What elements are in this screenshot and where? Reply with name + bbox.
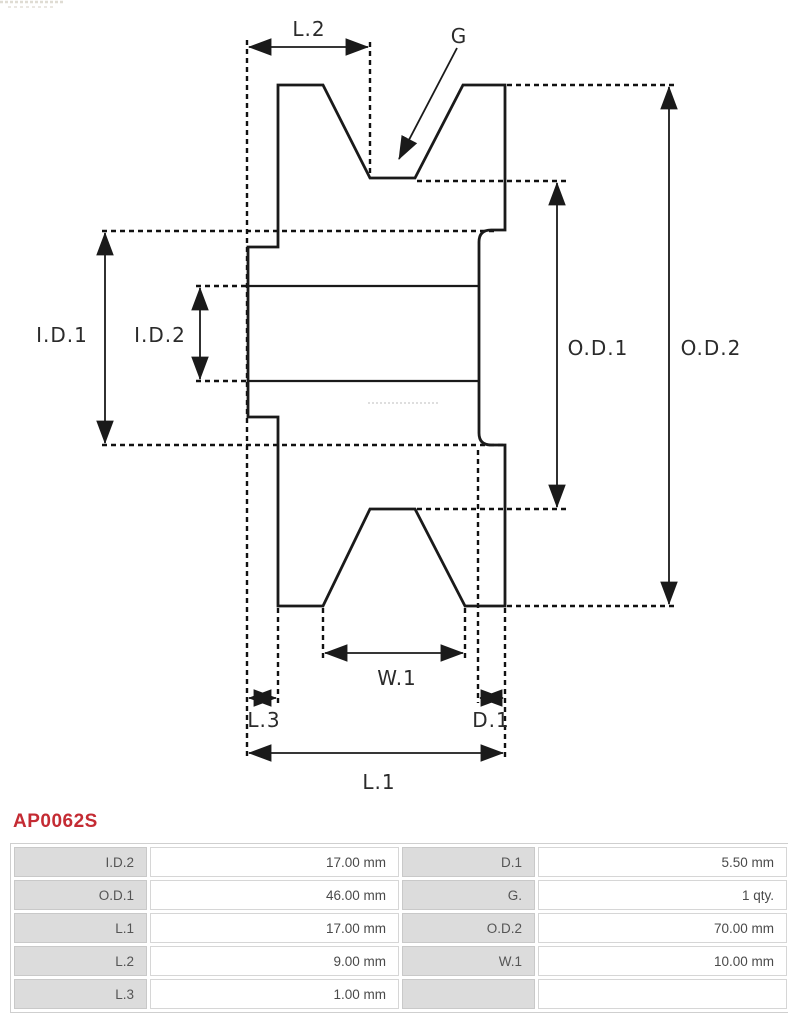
- spec-label-cell: D.1: [402, 847, 535, 877]
- spec-label-cell: [402, 979, 535, 1009]
- spec-row: L.3 1.00 mm: [14, 979, 787, 1009]
- dim-label-id2: I.D.2: [134, 323, 186, 347]
- spec-label-cell: G.: [402, 880, 535, 910]
- part-number: AP0062S: [13, 811, 98, 832]
- extension-lines: [102, 40, 677, 758]
- spec-value-cell: 70.00 mm: [538, 913, 787, 943]
- spec-table: I.D.2 17.00 mm D.1 5.50 mm O.D.1 46.00 m…: [10, 843, 788, 1013]
- dim-label-l1: L.1: [362, 770, 395, 794]
- spec-label-cell: O.D.1: [14, 880, 147, 910]
- dim-label-d1: D.1: [472, 708, 509, 732]
- groove-leader-line: [398, 47, 458, 160]
- spec-row: L.1 17.00 mm O.D.2 70.00 mm: [14, 913, 787, 943]
- spec-row: I.D.2 17.00 mm D.1 5.50 mm: [14, 847, 787, 877]
- spec-label-cell: L.1: [14, 913, 147, 943]
- dim-label-g: G: [451, 24, 468, 48]
- dim-label-l2: L.2: [292, 17, 325, 41]
- dim-label-od2: O.D.2: [681, 336, 742, 360]
- dim-label-id1: I.D.1: [36, 323, 88, 347]
- spec-value-cell: 5.50 mm: [538, 847, 787, 877]
- dim-label-w1: W.1: [377, 666, 417, 690]
- spec-value-cell: 9.00 mm: [150, 946, 399, 976]
- spec-label-cell: I.D.2: [14, 847, 147, 877]
- spec-value-cell: 10.00 mm: [538, 946, 787, 976]
- cropped-watermark-artifact: [0, 0, 64, 8]
- spec-value-cell: 1.00 mm: [150, 979, 399, 1009]
- spec-value-cell: 17.00 mm: [150, 847, 399, 877]
- spec-row: L.2 9.00 mm W.1 10.00 mm: [14, 946, 787, 976]
- spec-value-cell: [538, 979, 787, 1009]
- spec-value-cell: 46.00 mm: [150, 880, 399, 910]
- spec-label-cell: L.3: [14, 979, 147, 1009]
- spec-value-cell: 1 qty.: [538, 880, 787, 910]
- spec-row: O.D.1 46.00 mm G. 1 qty.: [14, 880, 787, 910]
- spec-label-cell: O.D.2: [402, 913, 535, 943]
- spec-label-cell: W.1: [402, 946, 535, 976]
- spec-value-cell: 17.00 mm: [150, 913, 399, 943]
- pulley-technical-drawing: L.2 G I.D.1 I.D.2 O.D.1 O.D.2 W.1 L.3 D.…: [0, 0, 742, 794]
- dim-label-od1: O.D.1: [568, 336, 629, 360]
- dim-label-l3: L.3: [247, 708, 280, 732]
- spec-label-cell: L.2: [14, 946, 147, 976]
- dimension-lines: [96, 38, 678, 762]
- pulley-outline: [246, 83, 507, 608]
